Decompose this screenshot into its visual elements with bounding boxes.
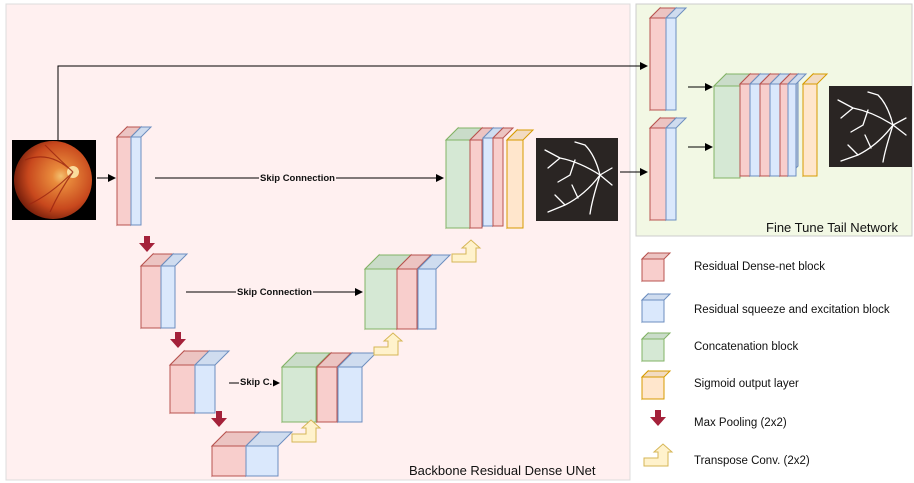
decoder2-se-block bbox=[416, 253, 452, 331]
transpose-conv-arrows bbox=[291, 239, 674, 467]
decoder3-se-block bbox=[336, 351, 378, 424]
legend-se-icon bbox=[640, 292, 672, 324]
tail-dense-block-2 bbox=[758, 72, 782, 178]
vessel-map-icon bbox=[829, 86, 912, 167]
skip-connection-label-2: Skip Connection bbox=[236, 287, 313, 298]
legend-concat-icon bbox=[640, 331, 672, 363]
decoder1-dense-block bbox=[468, 126, 496, 230]
bottleneck-se-block bbox=[244, 430, 294, 478]
legend-dense-icon bbox=[640, 251, 672, 283]
tail-input-dense-block-2 bbox=[648, 116, 678, 222]
backbone-region-label: Backbone Residual Dense UNet bbox=[409, 463, 596, 478]
backbone-sigmoid-block bbox=[505, 128, 535, 230]
transpose-conv-arrow-icon bbox=[373, 332, 404, 356]
encoder1-se-block bbox=[129, 125, 153, 227]
legend-se-label: Residual squeeze and excitation block bbox=[694, 304, 890, 316]
blocks bbox=[115, 6, 829, 478]
legend-pool-label: Max Pooling (2x2) bbox=[694, 417, 787, 429]
transpose-conv-arrow-icon bbox=[451, 239, 482, 263]
bottleneck-dense-block bbox=[210, 430, 262, 478]
tail-input-se-block-1 bbox=[664, 6, 688, 112]
skip-connection-label-3: Skip C. bbox=[239, 377, 274, 388]
tail-input-dense-block-1 bbox=[648, 6, 678, 112]
decoder3-concat-block bbox=[280, 351, 332, 424]
encoder1-dense-block bbox=[115, 125, 143, 227]
transpose-conv-arrow-icon bbox=[291, 419, 322, 443]
skip-connection-label-1: Skip Connection bbox=[259, 173, 336, 184]
max-pool-arrow-icon bbox=[211, 411, 227, 427]
decoder2-dense-block bbox=[395, 253, 433, 331]
encoder2-se-block bbox=[159, 252, 189, 330]
max-pool-arrow-icon bbox=[170, 332, 186, 348]
tail-se-block-3 bbox=[786, 72, 808, 178]
encoder3-se-block bbox=[193, 349, 231, 415]
decoder1-se-block bbox=[481, 126, 505, 228]
legend-concat-label: Concatenation block bbox=[694, 341, 799, 353]
max-pool-arrow-icon bbox=[139, 236, 155, 252]
decoder3-dense-block bbox=[315, 351, 353, 424]
decoder1-concat-block bbox=[444, 126, 484, 230]
tail-input-se-block-2 bbox=[664, 116, 688, 222]
tail-region-label: Fine Tune Tail Network bbox=[766, 220, 898, 235]
max-pool-arrows bbox=[139, 236, 666, 427]
tail-dense-block-1 bbox=[738, 72, 762, 178]
transpose-conv-arrow-icon bbox=[643, 443, 674, 467]
fundus-image-icon bbox=[12, 140, 96, 220]
legend-icons bbox=[640, 251, 672, 401]
vessel-map-icon bbox=[536, 138, 618, 221]
max-pool-arrow-icon bbox=[650, 410, 666, 426]
tail-se-block-2 bbox=[768, 72, 792, 178]
decoder1-dense-block-2 bbox=[491, 126, 515, 228]
legend-tconv-label: Transpose Conv. (2x2) bbox=[694, 455, 810, 467]
legend-sigmoid-label: Sigmoid output layer bbox=[694, 378, 799, 390]
legend-dense-label: Residual Dense-net block bbox=[694, 261, 826, 273]
tail-sigmoid-block bbox=[801, 72, 829, 178]
legend-sigmoid-icon bbox=[640, 369, 672, 401]
